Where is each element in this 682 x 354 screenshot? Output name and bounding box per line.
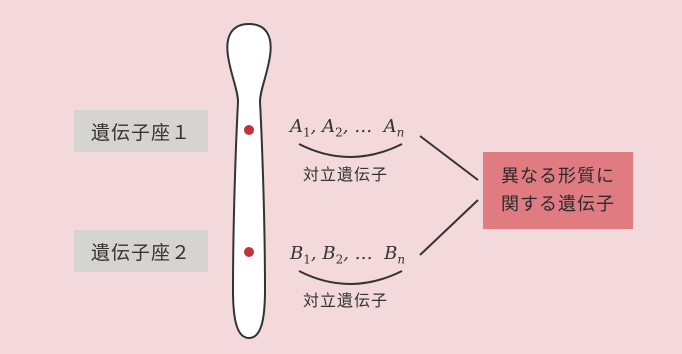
result-line-2: 関する遺伝子	[501, 193, 615, 215]
connector-b	[419, 199, 479, 256]
allele-a1-letter: A	[290, 116, 303, 137]
alleles-a-sequence: A1, A2, … An	[290, 116, 405, 140]
allele-an-letter: A	[383, 116, 397, 137]
locus-2-label: 遺伝子座２	[90, 241, 191, 264]
allele-group-label-a: 対立遺伝子	[303, 165, 389, 184]
allele-b2-sub: 2	[335, 252, 344, 267]
allele-a2-sub: 2	[335, 125, 343, 140]
locus-2-box: 遺伝子座２	[74, 230, 208, 272]
allele-bn-letter: B	[384, 243, 398, 264]
allele-a2-letter: A	[322, 116, 336, 137]
allele-b-ellipsis: …	[354, 243, 373, 264]
locus-2-dot	[244, 247, 254, 257]
alleles-b-sequence: B1, B2, … Bn	[290, 243, 406, 267]
chromosome	[226, 22, 272, 340]
allele-group-label-b: 対立遺伝子	[303, 291, 389, 310]
result-box: 異なる形質に 関する遺伝子	[483, 152, 633, 229]
allele-b1-sub: 1	[303, 252, 311, 267]
allele-b1-letter: B	[290, 243, 304, 264]
allele-brace-b	[298, 270, 403, 285]
allele-an-sub: n	[396, 125, 405, 140]
locus-1-box: 遺伝子座１	[74, 110, 208, 152]
allele-bn-sub: n	[397, 252, 406, 267]
connector-a	[419, 135, 479, 181]
allele-b2-letter: B	[322, 243, 336, 264]
result-line-1: 異なる形質に	[501, 165, 615, 187]
allele-a-ellipsis: …	[354, 116, 373, 137]
allele-a1-sub: 1	[303, 125, 311, 140]
locus-1-dot	[244, 125, 254, 135]
allele-brace-a	[298, 143, 403, 158]
locus-1-label: 遺伝子座１	[90, 121, 191, 144]
